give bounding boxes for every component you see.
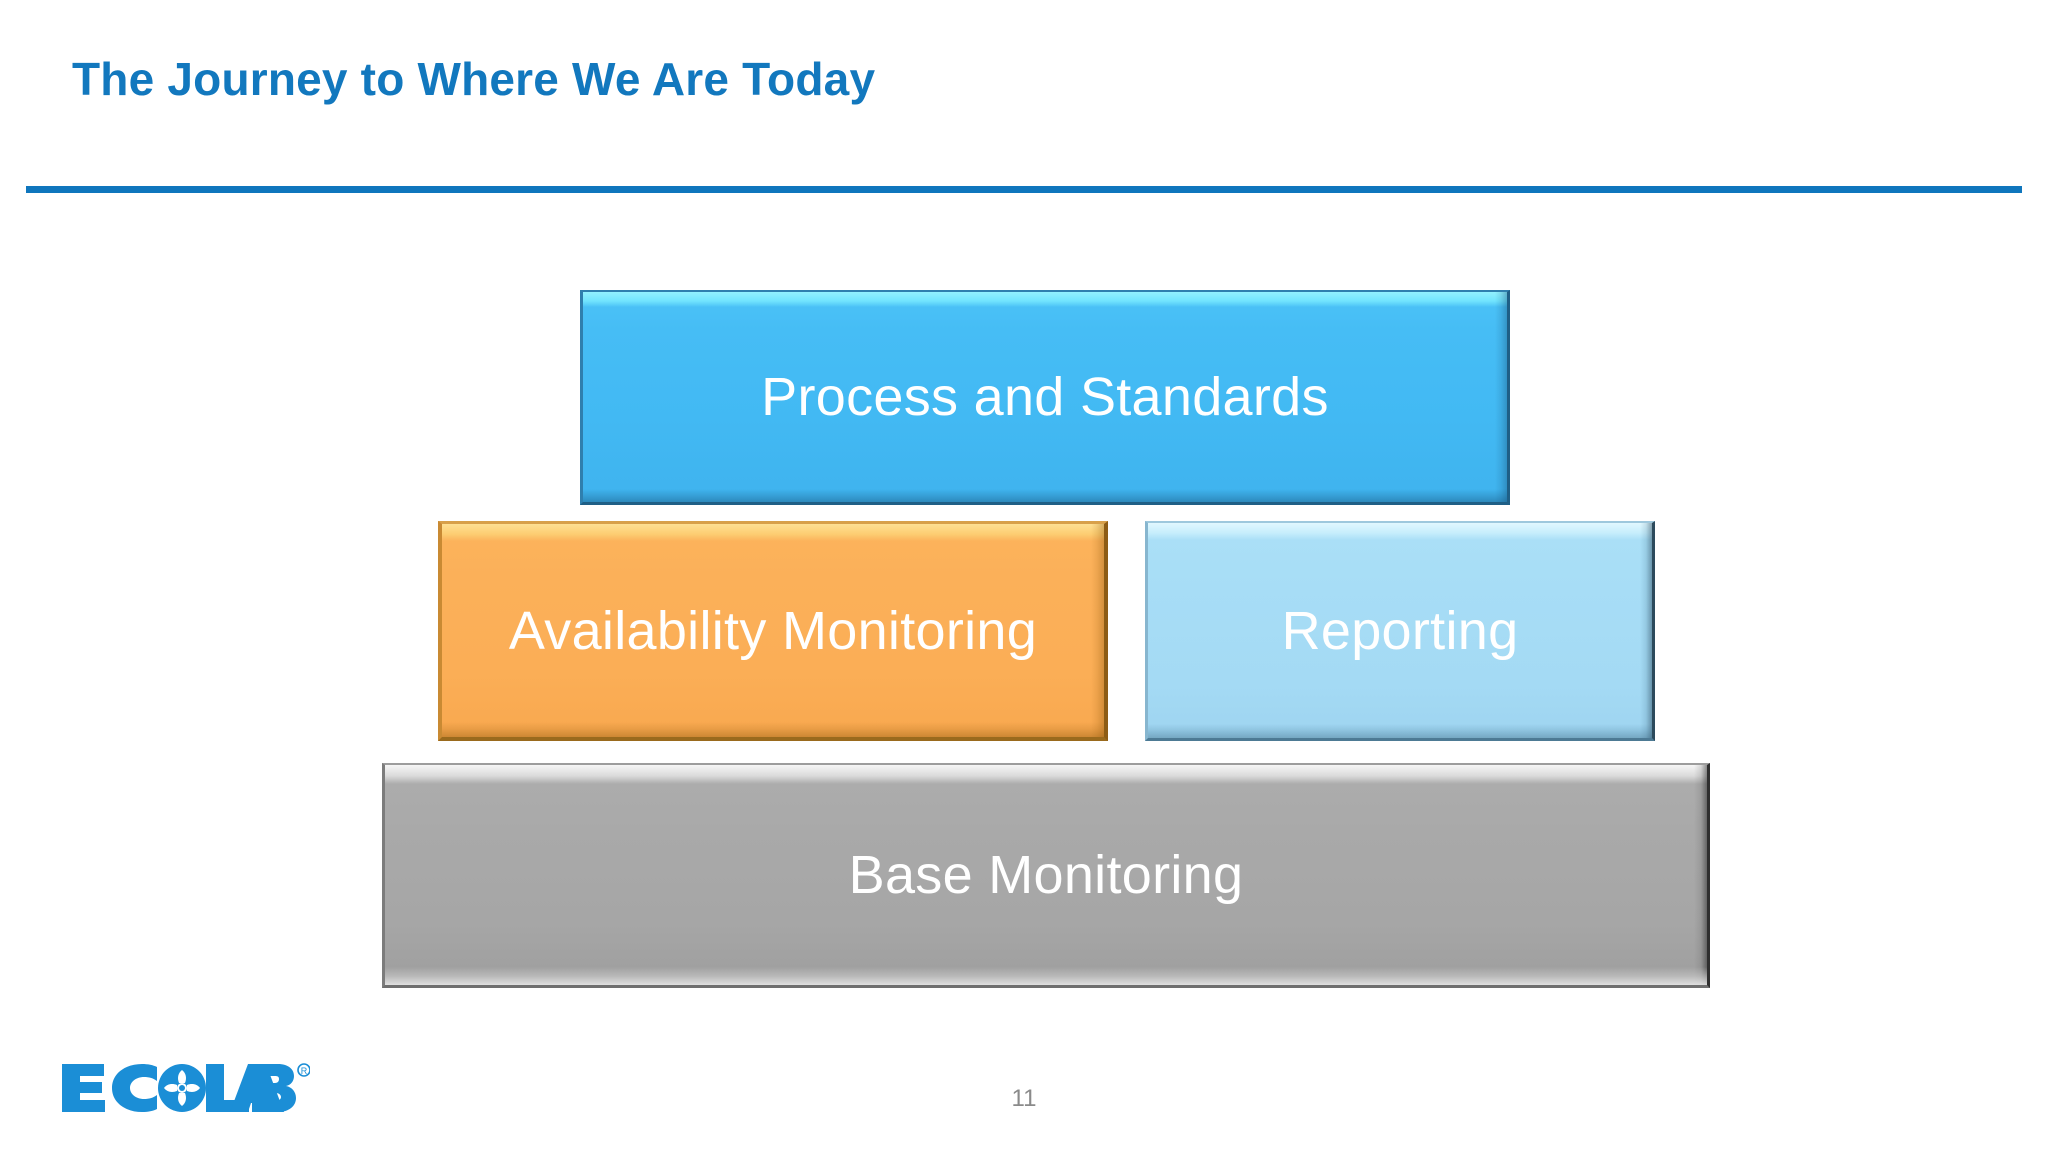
ecolab-logo: R	[60, 1056, 310, 1118]
page-number: 11	[1011, 1085, 1037, 1112]
page-title: The Journey to Where We Are Today	[72, 53, 876, 105]
registered-trademark-mark: R	[297, 1063, 310, 1077]
stack-tier-base-monitoring[interactable]: Base Monitoring	[382, 763, 1710, 988]
svg-text:R: R	[301, 1066, 308, 1076]
stack-tier-process-and-standards[interactable]: Process and Standards	[580, 290, 1510, 505]
stack-tier-label: Base Monitoring	[848, 845, 1244, 905]
stack-tier-label: Reporting	[1281, 600, 1519, 661]
stack-tier-label: Process and Standards	[761, 367, 1329, 427]
stack-tier-reporting[interactable]: Reporting	[1145, 521, 1655, 741]
stack-tier-label: Availability Monitoring	[508, 600, 1038, 661]
title-divider-rule	[26, 186, 2022, 193]
ecolab-logo-mark: R	[62, 1063, 310, 1112]
stack-tier-availability-monitoring[interactable]: Availability Monitoring	[438, 521, 1108, 741]
